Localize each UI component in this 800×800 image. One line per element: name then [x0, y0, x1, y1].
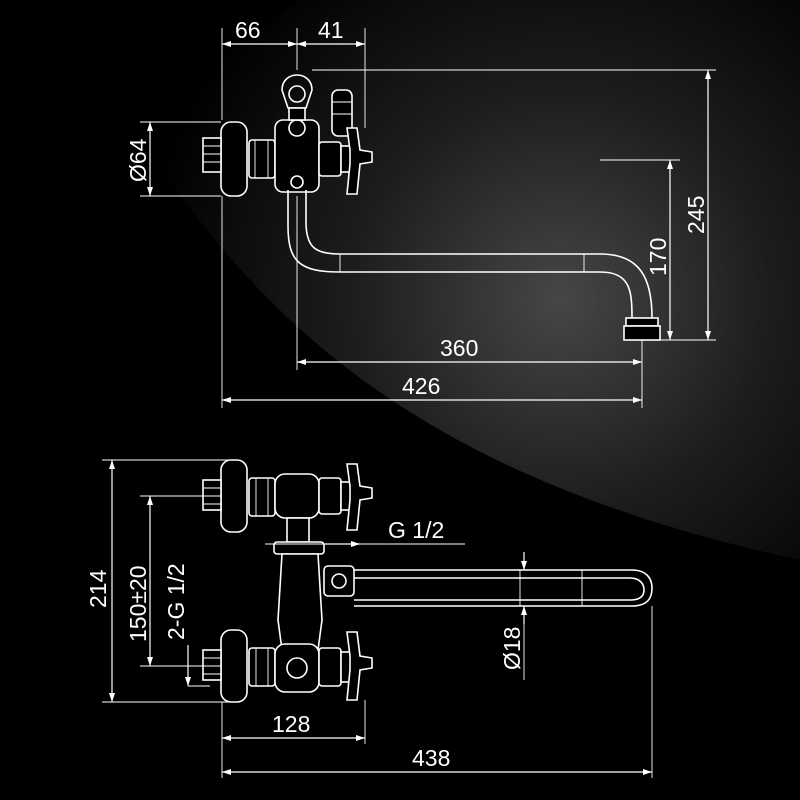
lower-wall-plate [220, 629, 248, 703]
top-cross-handle [346, 127, 373, 195]
top-view: 66 41 Ø64 245 170 360 426 [125, 17, 716, 408]
shower-holder [281, 74, 313, 109]
dim-41: 41 [318, 17, 344, 43]
dim-66: 66 [235, 17, 261, 43]
upper-wall-plate [220, 459, 248, 533]
dim-2-g-1-2: 2-G 1/2 [163, 563, 189, 640]
dim-128: 128 [272, 711, 310, 737]
front-view: G 1/2 214 150±20 2-G 1/2 Ø18 128 438 [85, 459, 653, 778]
dim-diameter-64: Ø64 [125, 138, 151, 182]
dim-150-pm-20: 150±20 [125, 565, 151, 642]
upper-cross-handle [346, 463, 373, 531]
dim-426: 426 [402, 373, 440, 399]
lower-cross-handle [346, 631, 373, 701]
central-riser [286, 517, 310, 543]
dim-245: 245 [683, 196, 709, 234]
dim-438: 438 [412, 745, 450, 771]
top-wall-plate [220, 121, 248, 197]
top-mixer-body [274, 119, 320, 193]
dim-360: 360 [440, 335, 478, 361]
front-spout [354, 569, 653, 607]
dim-170: 170 [645, 238, 671, 276]
top-spout-tip [625, 317, 659, 327]
dim-214: 214 [85, 569, 111, 608]
dim-g-1-2: G 1/2 [388, 517, 444, 543]
diverter-lever [331, 89, 353, 137]
dim-diameter-18: Ø18 [499, 627, 525, 670]
